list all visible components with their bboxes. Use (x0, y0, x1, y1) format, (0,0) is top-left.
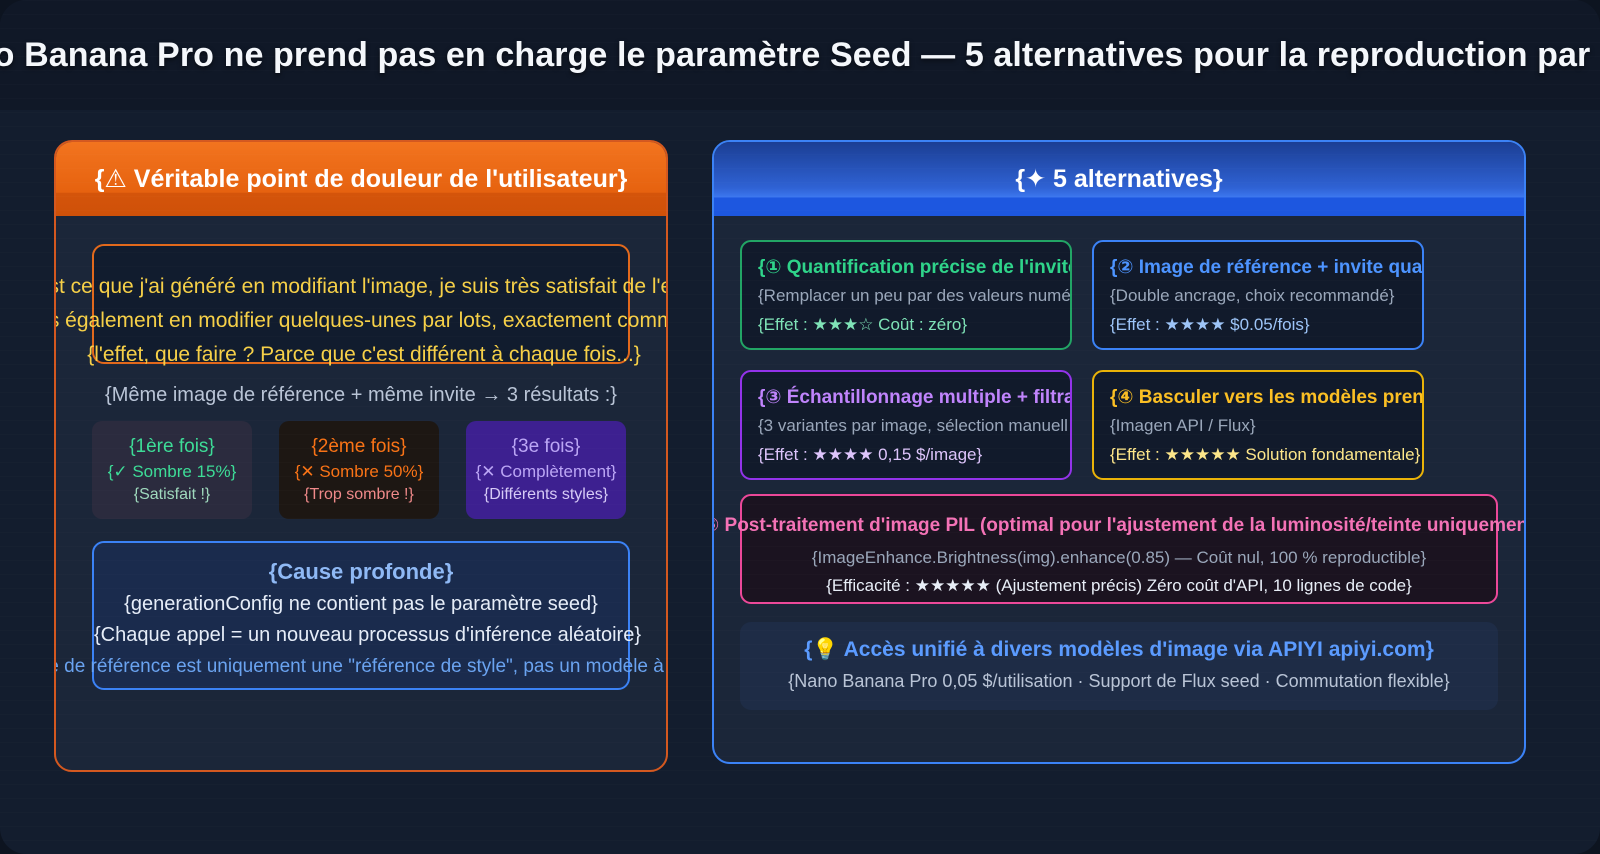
alternatives-panel-header: {✦ 5 alternatives} (714, 142, 1524, 216)
apiyi-promo-subtitle: {Nano Banana Pro 0,05 $/utilisation · Su… (788, 671, 1450, 691)
page-title: o Banana Pro ne prend pas en charge le p… (0, 35, 1591, 74)
alternative-card-title: {③ Échantillonnage multiple + filtra (758, 387, 1072, 408)
result-card-sub: {✓ Sombre 15%} (107, 461, 237, 481)
pain-point-panel-body: 'est ce que j'ai généré en modifiant l'i… (56, 216, 666, 770)
alternative-card-title: {① Quantification précise de l'invite (758, 257, 1072, 278)
alternatives-grid: {① Quantification précise de l'invite {R… (740, 240, 1498, 480)
apiyi-promo-title: {💡 Accès unifié à divers modèles d'image… (804, 638, 1434, 661)
root-cause-box: {Cause profonde} {generationConfig ne co… (56, 541, 666, 690)
alternative-card-title: {④ Basculer vers les modèles prenant en … (1110, 387, 1424, 408)
root-cause-line-2: {Chaque appel = un nouveau processus d'i… (94, 624, 642, 646)
alternative-card-effect: {Effet : ★★★★★ Solution fondamentale} (1110, 445, 1421, 464)
alternatives-panel: {✦ 5 alternatives} {① Quantification pré… (712, 140, 1526, 764)
alternative-card-title: {② Image de référence + invite quantifié… (1110, 257, 1423, 278)
result-card-note: {Satisfait !} (133, 485, 211, 503)
pain-point-panel: {⚠ Véritable point de douleur de l'utili… (54, 140, 668, 772)
user-quote-line-2: rais également en modifier quelques-unes… (54, 309, 668, 332)
page-title-band: o Banana Pro ne prend pas en charge le p… (0, 0, 1600, 110)
result-card-sub: {✕ Sombre 50%} (294, 461, 424, 481)
result-card-title: {2ème fois} (311, 435, 407, 457)
result-card-note: {Trop sombre !} (304, 485, 414, 503)
result-card-title: {1ère fois} (129, 435, 215, 457)
alternative-card-title: {⑤ Post-traitement d'image PIL (optimal … (712, 515, 1526, 536)
alternative-card-effect: {Efficacité : ★★★★★ (Ajustement précis) … (826, 576, 1412, 595)
alternative-card-desc: {Double ancrage, choix recommandé} (1110, 286, 1395, 305)
user-quote-line-3: {l'effet, que faire ? Parce que c'est di… (87, 343, 641, 366)
root-cause-line-3: image de référence est uniquement une "r… (56, 656, 666, 677)
alternative-card-effect: {Effet : ★★★★ 0,15 $/image} (758, 445, 983, 464)
alternative-card-effect: {Effet : ★★★☆ Coût : zéro} (758, 315, 968, 334)
alternative-card-desc: {3 variantes par image, sélection manuel… (758, 416, 1068, 435)
apiyi-promo-box[interactable]: {💡 Accès unifié à divers modèles d'image… (740, 622, 1498, 710)
pain-point-panel-header: {⚠ Véritable point de douleur de l'utili… (56, 142, 666, 216)
alternative-card-2[interactable]: {② Image de référence + invite quantifié… (1092, 240, 1424, 350)
alternative-card-5[interactable]: {⑤ Post-traitement d'image PIL (optimal … (714, 494, 1524, 604)
result-card-note: {Différents styles} (483, 485, 609, 503)
alternative-card-desc: {Remplacer un peu par des valeurs numé (758, 286, 1071, 305)
root-cause-line-1: {generationConfig ne contient pas le par… (124, 593, 598, 615)
result-card-first: {1ère fois} {✓ Sombre 15%} {Satisfait !} (92, 421, 252, 519)
result-card-sub: {✕ Complètement} (475, 461, 617, 481)
alternative-card-1[interactable]: {① Quantification précise de l'invite {R… (740, 240, 1072, 350)
result-card-title: {3e fois} (511, 435, 581, 457)
result-card-third: {3e fois} {✕ Complètement} {Différents s… (466, 421, 626, 519)
result-card-second: {2ème fois} {✕ Sombre 50%} {Trop sombre … (279, 421, 439, 519)
same-prompt-note: {Même image de référence + même invite →… (105, 384, 617, 406)
alternative-card-4[interactable]: {④ Basculer vers les modèles prenant en … (1092, 370, 1424, 480)
root-cause-title: {Cause profonde} (268, 559, 454, 584)
user-quote-box: 'est ce que j'ai généré en modifiant l'i… (56, 244, 666, 366)
user-quote-text: 'est ce que j'ai généré en modifiant l'i… (54, 270, 668, 372)
user-quote-line-1: 'est ce que j'ai généré en modifiant l'i… (54, 275, 668, 298)
alternative-card-desc: {Imagen API / Flux} (1110, 416, 1256, 435)
alternative-card-desc: {ImageEnhance.Brightness(img).enhance(0.… (811, 548, 1427, 567)
alternative-card-effect: {Effet : ★★★★ $0.05/fois} (1110, 315, 1310, 334)
result-cards-row: {1ère fois} {✓ Sombre 15%} {Satisfait !}… (92, 421, 626, 519)
alternatives-panel-body: {① Quantification précise de l'invite {R… (714, 216, 1524, 762)
alternative-card-3[interactable]: {③ Échantillonnage multiple + filtra {3 … (740, 370, 1072, 480)
